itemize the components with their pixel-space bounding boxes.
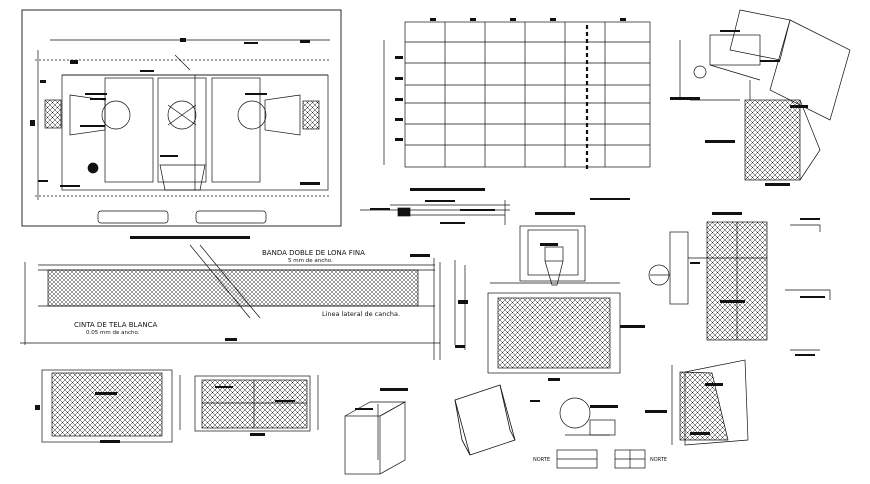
ball-detail <box>559 397 616 436</box>
north-symbols <box>556 449 646 469</box>
hoop-elevation-top-dims <box>670 30 808 186</box>
court-plan-dimensions <box>30 38 320 239</box>
top-band-width: 5 mm de ancho. <box>288 258 333 264</box>
north-label-2: NORTE <box>650 457 667 463</box>
goal-frame-isometric <box>454 384 516 456</box>
ball-dims <box>530 400 618 408</box>
net-elevation-dims <box>225 254 468 348</box>
backboard-front <box>487 225 621 374</box>
bottom-panel-dims <box>35 386 295 443</box>
bottom-tape-width: 0.05 mm de ancho. <box>86 330 140 336</box>
post-side-dims <box>690 212 825 356</box>
net-elevation <box>20 244 466 360</box>
hoop-elevation-bottom <box>671 359 749 446</box>
post-anchor-dims <box>370 188 495 224</box>
court-line-label: Linea lateral de cancha. <box>322 310 401 318</box>
panel-left <box>41 369 173 443</box>
top-band-label: BANDA DOBLE DE LONA FINA <box>262 249 365 257</box>
block-dims <box>355 388 408 410</box>
court-plan <box>21 9 342 227</box>
bottom-tape-label: CINTA DE TELA BLANCA <box>74 321 158 329</box>
grid-table-dims <box>395 18 626 141</box>
post-side-detail <box>648 221 831 351</box>
grid-table <box>383 21 651 170</box>
hoop-bottom-dims <box>645 383 723 435</box>
north-label-1: NORTE <box>533 457 550 463</box>
backboard-dims <box>535 198 645 381</box>
